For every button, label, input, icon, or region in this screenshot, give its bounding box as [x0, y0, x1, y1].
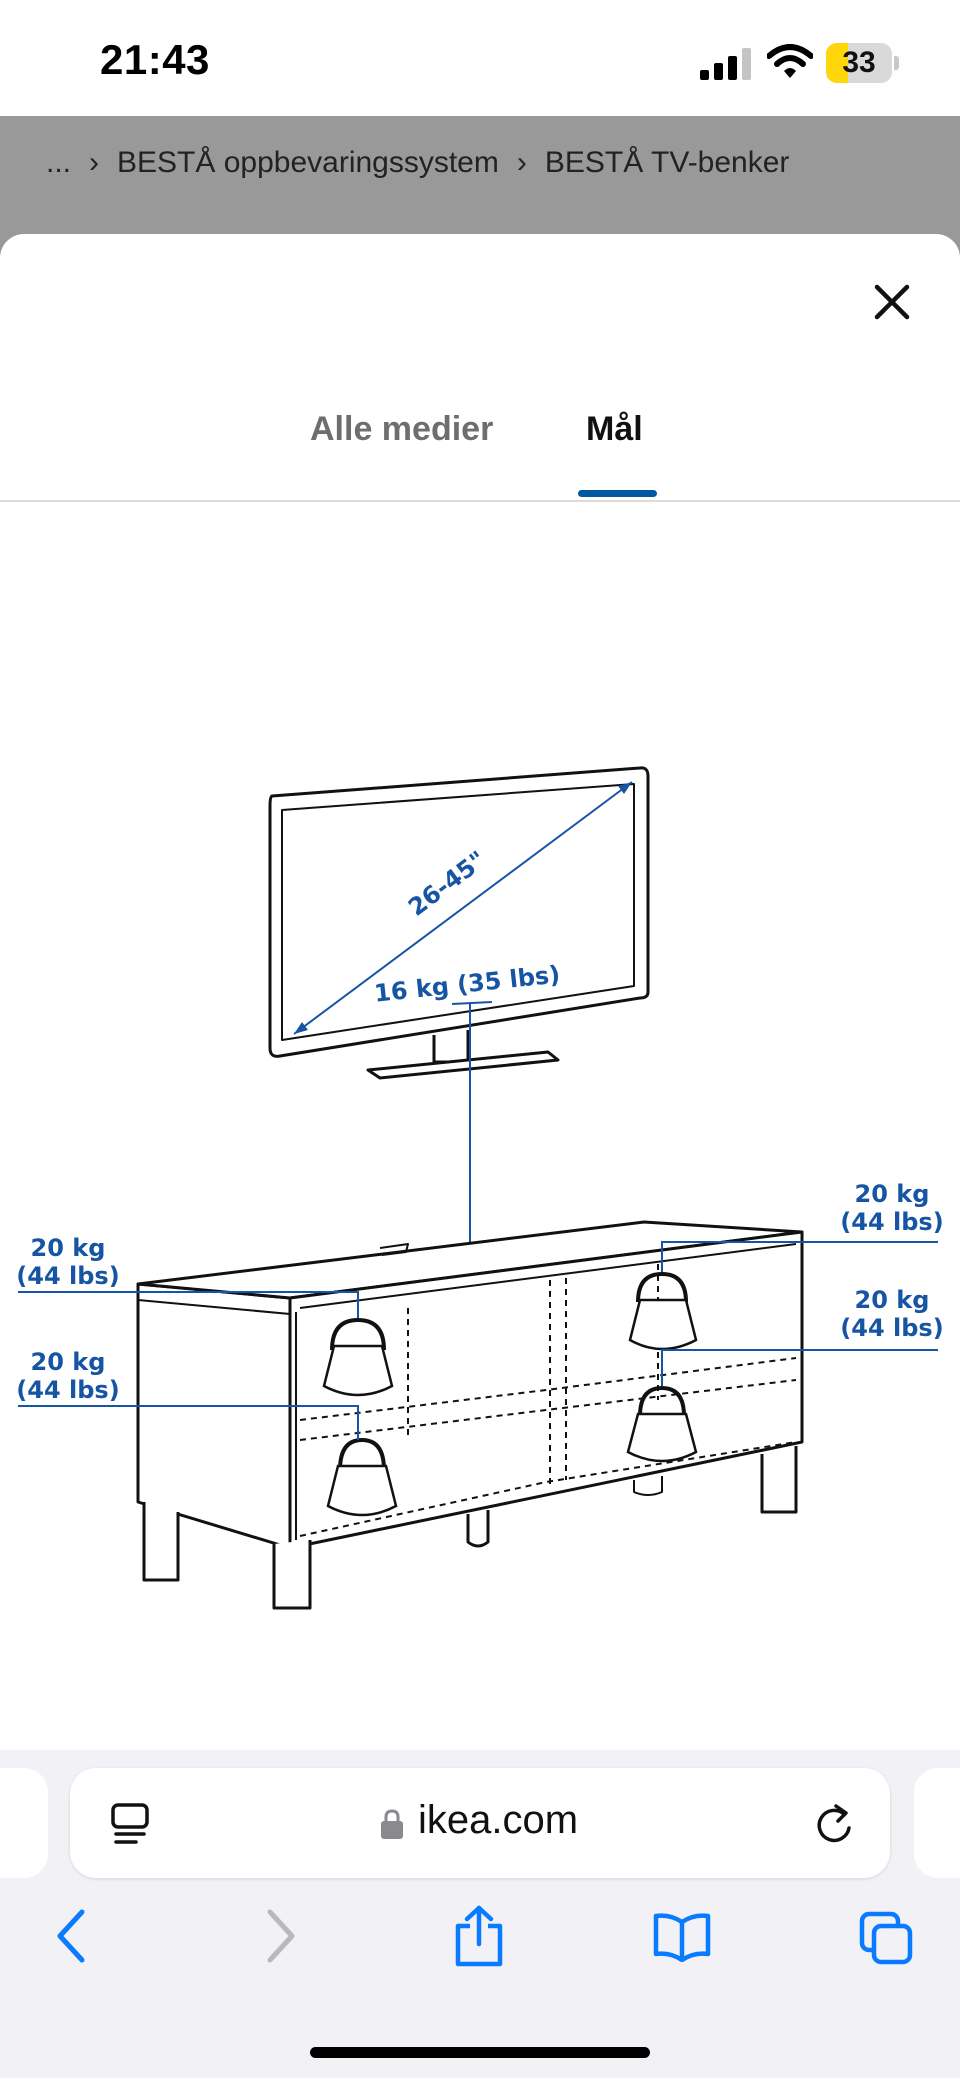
load-label-bottom-left-lbs: (44 lbs) [16, 1376, 119, 1404]
chevron-right-icon: › [89, 146, 100, 179]
next-tab-peek[interactable] [914, 1768, 960, 1878]
weight-bag-icon [326, 1437, 398, 1517]
weight-bag-icon [322, 1317, 394, 1397]
tabs-icon[interactable] [858, 1910, 914, 1966]
load-label-top-right-lbs: (44 lbs) [840, 1208, 943, 1236]
home-indicator [310, 2047, 650, 2058]
load-label-bottom-right-lbs: (44 lbs) [840, 1314, 943, 1342]
address-bar[interactable] [70, 1768, 890, 1878]
arrow-head-icon [618, 782, 632, 794]
load-label-top-right-kg: 20 kg [855, 1180, 930, 1208]
signal-icon [700, 48, 751, 80]
tv-drawing [268, 766, 650, 1080]
battery-percent: 33 [842, 46, 876, 79]
tabs-divider [0, 500, 960, 502]
chevron-right-icon: › [516, 146, 527, 179]
tab-selected-indicator [578, 490, 657, 497]
tv-bench-drawing [136, 1220, 804, 1610]
bookmarks-icon[interactable] [652, 1912, 712, 1962]
share-icon[interactable] [452, 1904, 506, 1968]
tab-all-media[interactable]: Alle medier [310, 410, 494, 448]
battery-icon: 33 [826, 43, 892, 83]
breadcrumb-item-besta-tv-benches[interactable]: BESTÅ TV-benker [544, 146, 790, 179]
tv-diagonal-line [293, 781, 633, 1035]
weight-bag-icon [626, 1385, 698, 1463]
wifi-icon [767, 44, 813, 78]
forward-icon[interactable] [262, 1908, 298, 1964]
load-label-bottom-left-kg: 20 kg [31, 1348, 106, 1376]
close-icon[interactable] [866, 276, 918, 328]
load-leader-lines [18, 1241, 938, 1440]
back-icon[interactable] [54, 1908, 90, 1964]
dimension-illustration: 26-45" 16 kg (35 lbs) [16, 766, 944, 1610]
media-tabs: Alle medier Mål [0, 400, 960, 502]
battery-tip [894, 56, 899, 70]
reload-icon[interactable] [814, 1800, 854, 1846]
arrow-head-icon [294, 1022, 308, 1034]
load-label-bottom-right-kg: 20 kg [855, 1286, 930, 1314]
lock-icon [381, 1809, 403, 1839]
tab-dimensions[interactable]: Mål [586, 410, 643, 448]
battery-level [826, 43, 848, 83]
load-label-top-left-lbs: (44 lbs) [16, 1262, 119, 1290]
breadcrumb-item-ellipsis[interactable]: ... [46, 146, 72, 179]
status-time: 21:43 [100, 36, 210, 83]
weight-bag-icon [628, 1271, 698, 1351]
breadcrumb: ... › BESTÅ oppbevaringssystem › BESTÅ T… [46, 146, 789, 180]
tv-weight-leader [451, 1001, 493, 1005]
previous-tab-peek[interactable] [0, 1768, 48, 1878]
url-host[interactable]: ikea.com [418, 1798, 579, 1842]
breadcrumb-item-besta-system[interactable]: BESTÅ oppbevaringssystem [117, 146, 499, 179]
load-label-top-left-kg: 20 kg [31, 1234, 106, 1262]
reader-icon[interactable] [110, 1802, 150, 1846]
